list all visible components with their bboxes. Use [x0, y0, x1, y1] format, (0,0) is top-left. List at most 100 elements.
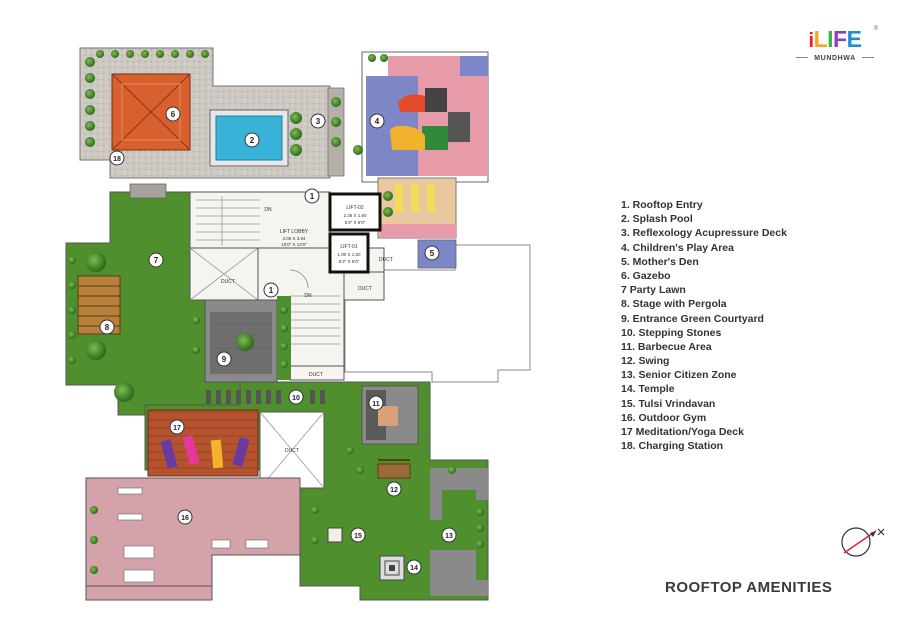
legend-item: 12. Swing [621, 355, 670, 368]
north-compass-icon [841, 527, 885, 557]
label-duct-right-top: DUCT [379, 257, 393, 263]
marker-7-text: 7 [154, 256, 159, 265]
legend-item: 16. Outdoor Gym [621, 411, 707, 424]
marker-2: 2 [244, 132, 260, 148]
entrance-green-courtyard [204, 296, 291, 383]
marker-10-text: 10 [292, 395, 300, 402]
legend-item: 15. Tulsi Vrindavan [621, 397, 716, 410]
label-lift01-name: LIFT-01 [340, 244, 357, 250]
marker-14: 14 [406, 559, 422, 575]
label-lift02-dim1: 2.36 X 1.60 [343, 213, 367, 218]
legend-item: 2. Splash Pool [621, 213, 693, 226]
registered-mark: ® [873, 26, 878, 32]
marker-1-top: 1 [304, 188, 320, 204]
childrens-play-area [361, 51, 489, 183]
logo-letter-i: i [808, 30, 815, 52]
core-block [189, 191, 385, 381]
reflexology-deck [327, 87, 345, 177]
marker-8: 8 [99, 319, 115, 335]
marker-14-text: 14 [410, 565, 418, 572]
label-lift02-dim2: 6'3" X 6'0" [345, 220, 366, 225]
marker-16-text: 16 [181, 515, 189, 522]
brand-subtitle: MUNDHWA [814, 55, 856, 62]
label-lobby-dim2: 10'0" X 13'0" [281, 242, 307, 247]
marker-9-text: 9 [222, 355, 227, 364]
marker-12: 12 [386, 481, 402, 497]
legend-item: 5. Mother's Den [621, 255, 699, 268]
logo-letter-l: L [813, 26, 828, 52]
marker-2-text: 2 [250, 136, 255, 145]
marker-5: 5 [424, 245, 440, 261]
meditation-yoga-deck [147, 409, 259, 477]
marker-5-text: 5 [430, 249, 435, 258]
label-lobby-name: LIFT LOBBY [280, 229, 309, 235]
marker-1-lower: 1 [263, 282, 279, 298]
marker-3-text: 3 [316, 117, 321, 126]
brand-wordmark: iLIFE [790, 26, 880, 54]
legend-item: 17 Meditation/Yoga Deck [621, 426, 744, 438]
legend-item: 4. Children's Play Area [621, 241, 734, 254]
label-duct-bottom: DUCT [309, 372, 323, 378]
brand-logo: iLIFE ® MUNDHWA [790, 26, 880, 62]
amenities-legend: 1. Rooftop Entry 2. Splash Pool 3. Refle… [621, 198, 787, 453]
logo-letter-i2: I [827, 26, 834, 52]
marker-4: 4 [369, 113, 385, 129]
mothers-den [377, 177, 457, 269]
label-lobby-dim1: 3.06 X 3.94 [282, 236, 306, 241]
legend-item: 8. Stage with Pergola [621, 298, 727, 311]
legend-item: 18. Charging Station [621, 440, 724, 453]
swing [377, 459, 411, 479]
marker-16: 16 [177, 509, 193, 525]
marker-10: 10 [288, 389, 304, 405]
marker-18-text: 18 [113, 156, 121, 163]
marker-6-text: 6 [171, 110, 176, 119]
barbecue-area [361, 385, 419, 445]
senior-citizen-zone [430, 468, 488, 596]
legend-item: 9. Entrance Green Courtyard [621, 312, 764, 325]
marker-15-text: 15 [354, 533, 362, 540]
label-lift01-dim2: 6'3" X 5'0" [339, 259, 360, 264]
marker-1-top-text: 1 [310, 192, 315, 201]
legend-item: 13. Senior Citizen Zone [621, 369, 737, 382]
label-duct-left: DUCT [221, 279, 235, 285]
amenity-markers: 1 2 3 4 5 6 7 8 9 10 11 12 13 14 15 16 1… [99, 106, 457, 575]
marker-7: 7 [148, 252, 164, 268]
legend-item: 7 Party Lawn [621, 284, 686, 297]
legend-item: 6. Gazebo [621, 269, 671, 282]
marker-4-text: 4 [375, 117, 380, 126]
marker-3: 3 [310, 113, 326, 129]
legend-item: 10. Stepping Stones [621, 326, 722, 339]
marker-1-lower-text: 1 [269, 286, 274, 295]
marker-17-text: 17 [173, 425, 181, 432]
marker-13: 13 [441, 527, 457, 543]
legend-item: 3. Reflexology Acupressure Deck [621, 227, 787, 240]
misc-shrubs [311, 97, 456, 544]
outdoor-gym [85, 477, 301, 601]
label-lift01-dim1: 1.90 X 1.60 [337, 252, 361, 257]
lift-02 [328, 192, 382, 232]
lift-01 [328, 232, 370, 274]
marker-15: 15 [350, 527, 366, 543]
temple [379, 555, 405, 581]
stepping-stones [206, 390, 325, 404]
brand-rule-left [796, 57, 808, 58]
legend-item: 1. Rooftop Entry [621, 199, 703, 211]
marker-18: 18 [109, 150, 125, 166]
marker-13-text: 13 [445, 533, 453, 540]
logo-letter-e: E [846, 26, 862, 52]
marker-8-text: 8 [105, 323, 110, 332]
label-dn-upper: DN [264, 207, 272, 213]
marker-11: 11 [368, 395, 384, 411]
label-dn-lower: DN [304, 293, 312, 299]
marker-9: 9 [216, 351, 232, 367]
marker-6: 6 [165, 106, 181, 122]
label-duct-right: DUCT [358, 286, 372, 292]
marker-17: 17 [169, 419, 185, 435]
label-duct-lower: DUCT [285, 448, 299, 454]
marker-11-text: 11 [372, 401, 380, 408]
legend-item: 11. Barbecue Area [621, 340, 712, 353]
hedge-left [85, 50, 209, 147]
brand-rule-right [862, 57, 874, 58]
plan-title: ROOFTOP AMENITIES [665, 579, 833, 596]
